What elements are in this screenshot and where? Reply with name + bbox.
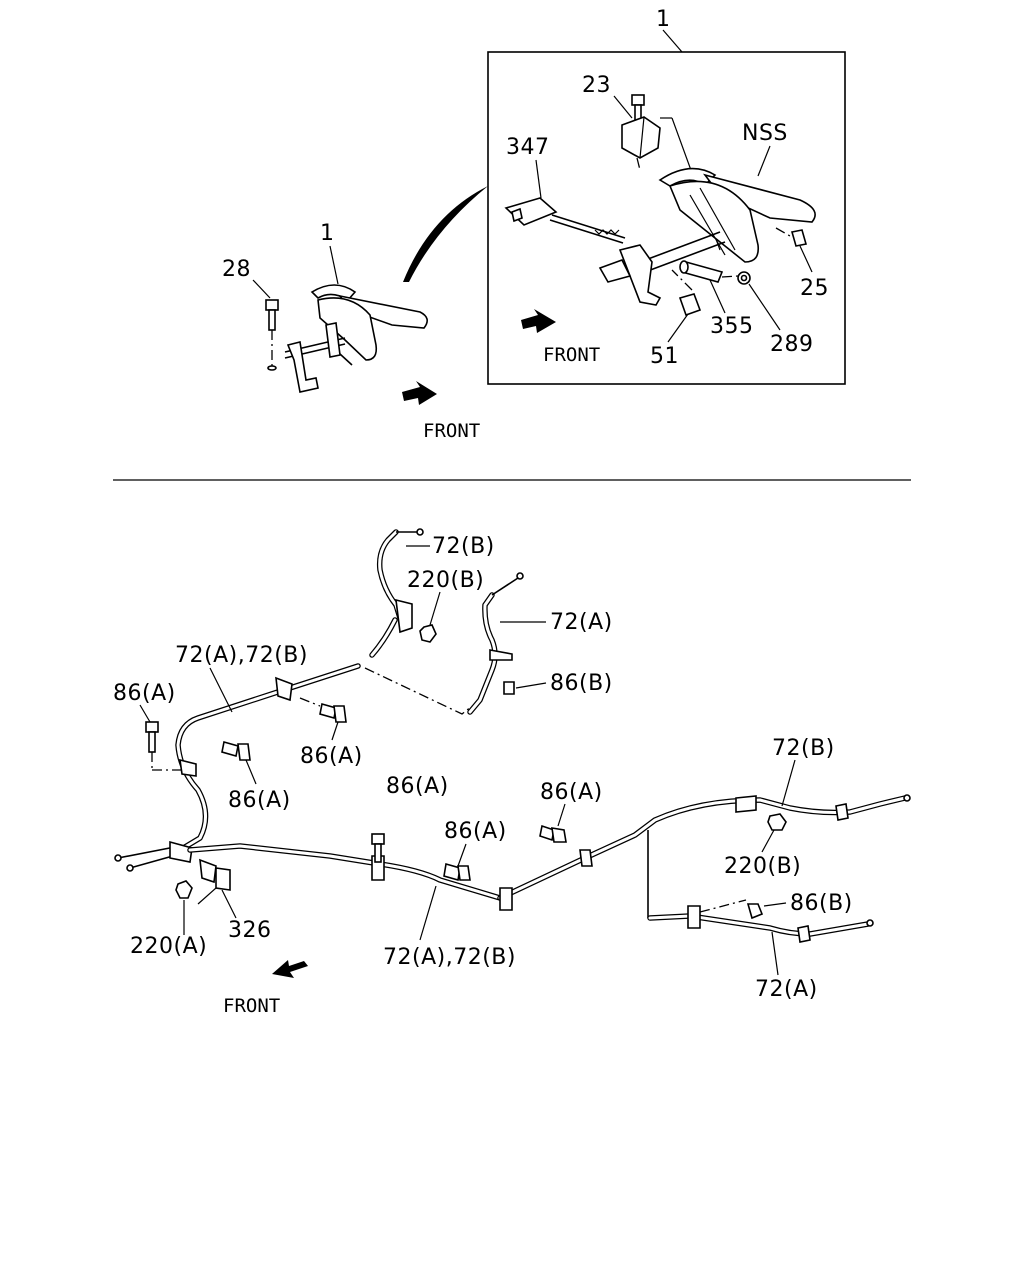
bottom-section: 72(B) 220(B) 72(A) 72(A),72(B) 86(B) 86(… xyxy=(113,528,911,1017)
label-25: 25 xyxy=(800,276,829,301)
label-86b-rear: 86(B) xyxy=(790,891,853,916)
top-section: 1 28 1 FRONT xyxy=(222,7,846,442)
callout-leader xyxy=(662,29,683,53)
label-72a-rear: 72(A) xyxy=(755,977,818,1002)
label-28: 28 xyxy=(222,257,251,282)
front-arrow-icon xyxy=(402,381,437,405)
bolt-28 xyxy=(265,299,279,371)
zoom-wedge xyxy=(403,186,488,282)
label-86b-upper: 86(B) xyxy=(550,671,613,696)
detail-box xyxy=(487,51,846,385)
label-86a-lower: 86(A) xyxy=(444,819,507,844)
label-86a-center: 86(A) xyxy=(386,774,449,799)
bolt-86a-right xyxy=(539,824,567,843)
bolt-86a-left xyxy=(145,721,186,771)
label-220b-top: 220(B) xyxy=(407,568,484,593)
label-nss: NSS xyxy=(742,121,788,146)
label-72a-right: 72(A) xyxy=(550,610,613,635)
lever-assembly-small xyxy=(284,284,428,393)
label-347: 347 xyxy=(506,135,550,160)
front-arrow-bottom-icon xyxy=(272,960,308,978)
assembly-label: 1 xyxy=(320,221,335,246)
label-86a-right: 86(A) xyxy=(540,780,603,805)
front-label-bottom: FRONT xyxy=(223,995,280,1017)
label-86a-mid-lower: 86(A) xyxy=(228,788,291,813)
label-86a-left: 86(A) xyxy=(113,681,176,706)
front-arrow-detail-icon xyxy=(521,309,556,333)
label-72b-top: 72(B) xyxy=(432,534,495,559)
bolt-86a-center xyxy=(371,833,385,863)
bolt-86a-lower xyxy=(443,862,471,882)
label-220b-rear: 220(B) xyxy=(724,854,801,879)
label-289: 289 xyxy=(770,332,814,357)
bolt-86a-mid xyxy=(221,697,347,761)
detail-drawing xyxy=(504,94,816,317)
label-72ab-lower: 72(A),72(B) xyxy=(383,945,516,970)
callout-number: 1 xyxy=(656,7,671,32)
front-label-top: FRONT xyxy=(423,420,480,442)
label-355: 355 xyxy=(710,314,754,339)
label-72b-rear: 72(B) xyxy=(772,736,835,761)
label-23: 23 xyxy=(582,73,611,98)
label-220a: 220(A) xyxy=(130,934,207,959)
label-72ab-upper: 72(A),72(B) xyxy=(175,643,308,668)
label-86a-mid-upper: 86(A) xyxy=(300,744,363,769)
label-51: 51 xyxy=(650,344,679,369)
label-326: 326 xyxy=(228,918,272,943)
front-label-detail: FRONT xyxy=(543,344,600,366)
